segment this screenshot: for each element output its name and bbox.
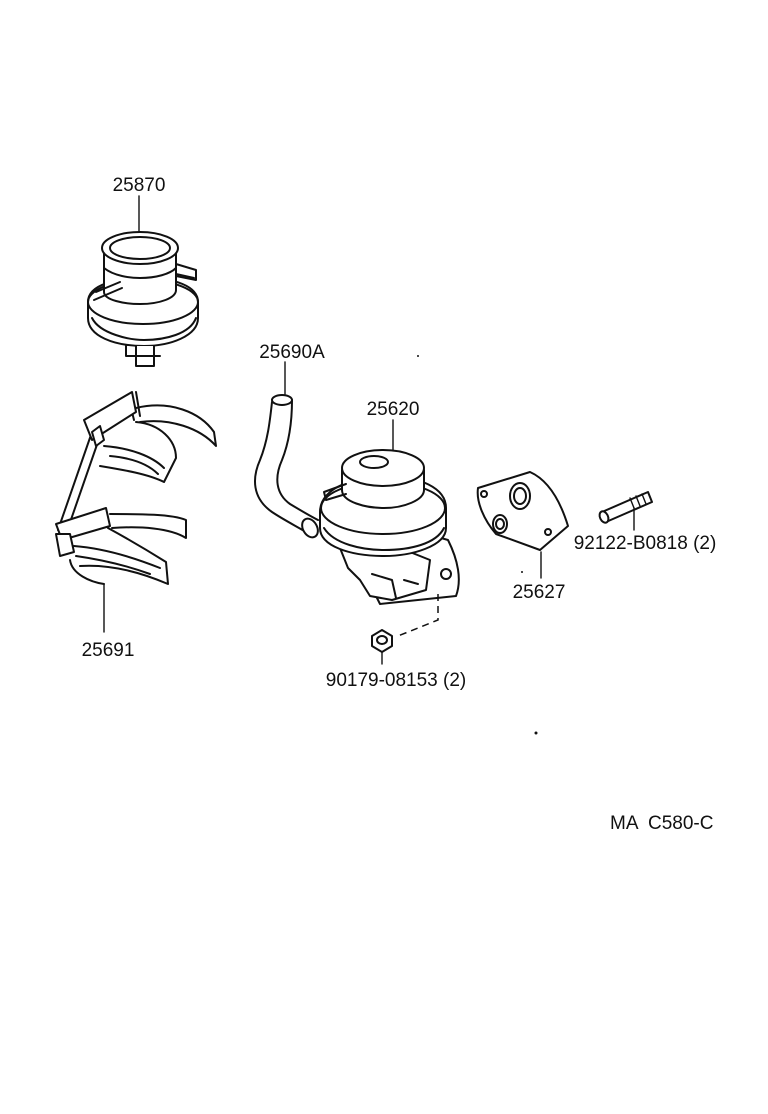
label-25690A: 25690A: [259, 342, 325, 363]
label-25620: 25620: [367, 399, 420, 420]
speck: [534, 731, 538, 735]
label-25627: 25627: [513, 582, 566, 603]
label-92122: 92122-B0818 (2): [574, 533, 717, 554]
vacuum-modulator-25870: [87, 195, 199, 367]
nut-90179: [371, 594, 439, 665]
label-90179: 90179-08153 (2): [326, 670, 467, 691]
label-25691: 25691: [82, 640, 135, 661]
label-25870: 25870: [113, 175, 166, 196]
speck: [417, 355, 419, 357]
bracket-25691: [55, 391, 217, 633]
gasket-25627: [476, 471, 569, 579]
egr-valve-25620: [319, 419, 460, 605]
hose-25690A: [254, 361, 319, 539]
stud-92122: [598, 491, 653, 531]
speck: [521, 571, 523, 573]
figure-code: MA C580-C: [610, 813, 713, 834]
